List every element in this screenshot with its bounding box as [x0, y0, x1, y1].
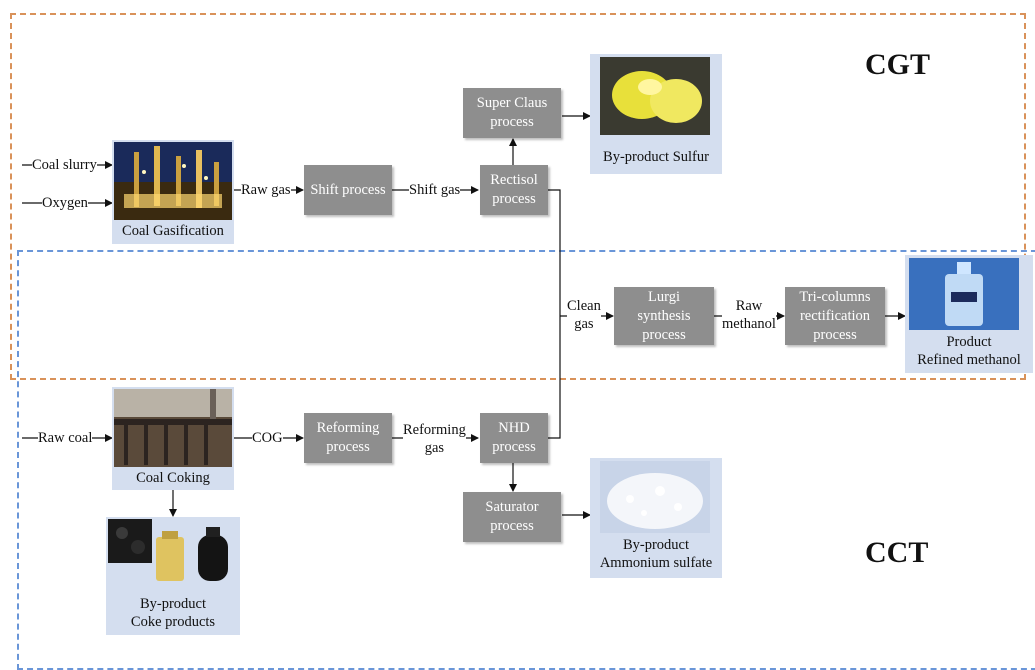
stream-label-reforming-gas: Reforming gas: [403, 421, 466, 457]
tri-columns-rectification-box: Tri-columns rectification process: [785, 287, 885, 345]
ammonium-sulfate-caption: By-product Ammonium sulfate: [599, 537, 713, 571]
coke-products-photo: [108, 519, 236, 585]
stream-label-raw-gas: Raw gas: [241, 181, 291, 199]
cgt-region-label: CGT: [865, 48, 931, 81]
stream-label-raw-coal: Raw coal: [38, 429, 93, 447]
coal-gasification-caption: Coal Gasification: [122, 223, 224, 239]
stream-label-oxygen: Oxygen: [42, 194, 88, 212]
coke-products-panel: By-product Coke products: [106, 517, 240, 635]
coking-plant-photo: [114, 389, 232, 467]
cgt-region-frame: [10, 13, 1026, 380]
saturator-process-box: Saturator process: [463, 492, 561, 542]
super-claus-process-box: Super Claus process: [463, 88, 561, 138]
rectisol-process-box: Rectisol process: [480, 165, 548, 215]
stream-label-cog: COG: [252, 429, 283, 447]
gasification-plant-photo: [114, 142, 232, 220]
coal-gasification-panel: Coal Gasification: [112, 140, 234, 244]
nhd-process-box: NHD process: [480, 413, 548, 463]
stream-label-coal-slurry: Coal slurry: [32, 156, 97, 174]
coal-coking-panel: Coal Coking: [112, 387, 234, 490]
lurgi-synthesis-process-box: Lurgi synthesis process: [614, 287, 714, 345]
stream-label-clean-gas: Clean gas: [567, 297, 601, 333]
methanol-bottle-photo: [909, 258, 1019, 330]
sulfur-caption: By-product Sulfur: [603, 149, 709, 165]
refined-methanol-caption: Product Refined methanol: [917, 334, 1021, 368]
reforming-process-box: Reforming process: [304, 413, 392, 463]
ammonium-sulfate-photo: [600, 461, 710, 533]
stream-label-raw-methanol: Raw methanol: [722, 297, 776, 333]
coal-coking-caption: Coal Coking: [136, 470, 210, 486]
refined-methanol-panel: Product Refined methanol: [905, 255, 1033, 373]
stream-label-shift-gas: Shift gas: [409, 181, 461, 199]
sulfur-photo: [600, 57, 710, 135]
coke-products-caption: By-product Coke products: [130, 596, 216, 630]
shift-process-box: Shift process: [304, 165, 392, 215]
cct-region-label: CCT: [865, 536, 929, 569]
ammonium-sulfate-panel: By-product Ammonium sulfate: [590, 458, 722, 578]
sulfur-panel: By-product Sulfur: [590, 54, 722, 174]
